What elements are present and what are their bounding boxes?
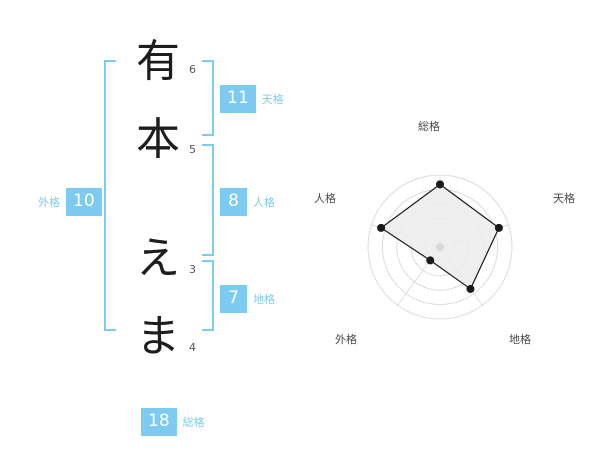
radar-center-dot xyxy=(436,243,444,251)
radar-axis-label-jinkaku: 人格 xyxy=(314,192,336,205)
name-character-1: 有 xyxy=(136,36,180,87)
radar-chart-svg xyxy=(367,174,513,320)
chip-chikaku-value: 7 xyxy=(220,285,247,313)
chip-tenkaku-value: 11 xyxy=(220,85,256,113)
bracket-tenkaku xyxy=(202,60,214,136)
radar-data-point xyxy=(426,256,435,265)
chip-soukaku: 18 総格 xyxy=(141,408,205,436)
name-character-2: 本 xyxy=(136,114,180,165)
name-character-3: え xyxy=(136,233,180,284)
radar-data-point xyxy=(377,223,386,232)
chip-soukaku-label: 総格 xyxy=(182,416,205,429)
stroke-count-1: 6 xyxy=(189,63,196,76)
radar-axis-label-soukaku: 総格 xyxy=(418,120,440,133)
chip-jinkaku-value: 8 xyxy=(220,188,247,216)
chip-chikaku: 7 地格 xyxy=(220,285,275,313)
chip-tenkaku: 11 天格 xyxy=(220,85,284,113)
chip-soukaku-value: 18 xyxy=(141,408,177,436)
name-kakusu-panel: 有 6 本 5 え 3 ま 4 外格 10 11 天格 8 人格 7 地格 xyxy=(38,36,284,436)
bracket-jinkaku xyxy=(202,144,214,256)
radar-data-point xyxy=(466,284,475,293)
radar-axis-label-gaikaku: 外格 xyxy=(335,333,357,346)
bracket-gaikaku xyxy=(104,60,116,331)
chip-gaikaku: 外格 10 xyxy=(38,188,102,216)
stroke-count-4: 4 xyxy=(189,341,196,354)
chip-gaikaku-value: 10 xyxy=(66,188,102,216)
radar-data-point xyxy=(436,180,444,189)
radar-series-polygon xyxy=(380,183,500,290)
radar-data-point xyxy=(494,223,503,232)
name-character-4: ま xyxy=(136,311,180,362)
chip-jinkaku-label: 人格 xyxy=(253,196,275,209)
radar-data-points xyxy=(377,180,503,293)
radar-axis-label-chikaku: 地格 xyxy=(509,333,531,346)
chip-chikaku-label: 地格 xyxy=(253,293,275,306)
stroke-count-2: 5 xyxy=(189,143,196,156)
chip-tenkaku-label: 天格 xyxy=(261,93,284,106)
chip-gaikaku-label: 外格 xyxy=(38,196,60,209)
stroke-count-3: 3 xyxy=(189,263,196,276)
chip-jinkaku: 8 人格 xyxy=(220,188,275,216)
kakusu-radar-chart: 総格 天格 地格 外格 人格 xyxy=(300,0,600,470)
bracket-chikaku xyxy=(202,260,214,331)
radar-axis-label-tenkaku: 天格 xyxy=(553,192,575,205)
radar-series-area xyxy=(380,183,500,290)
